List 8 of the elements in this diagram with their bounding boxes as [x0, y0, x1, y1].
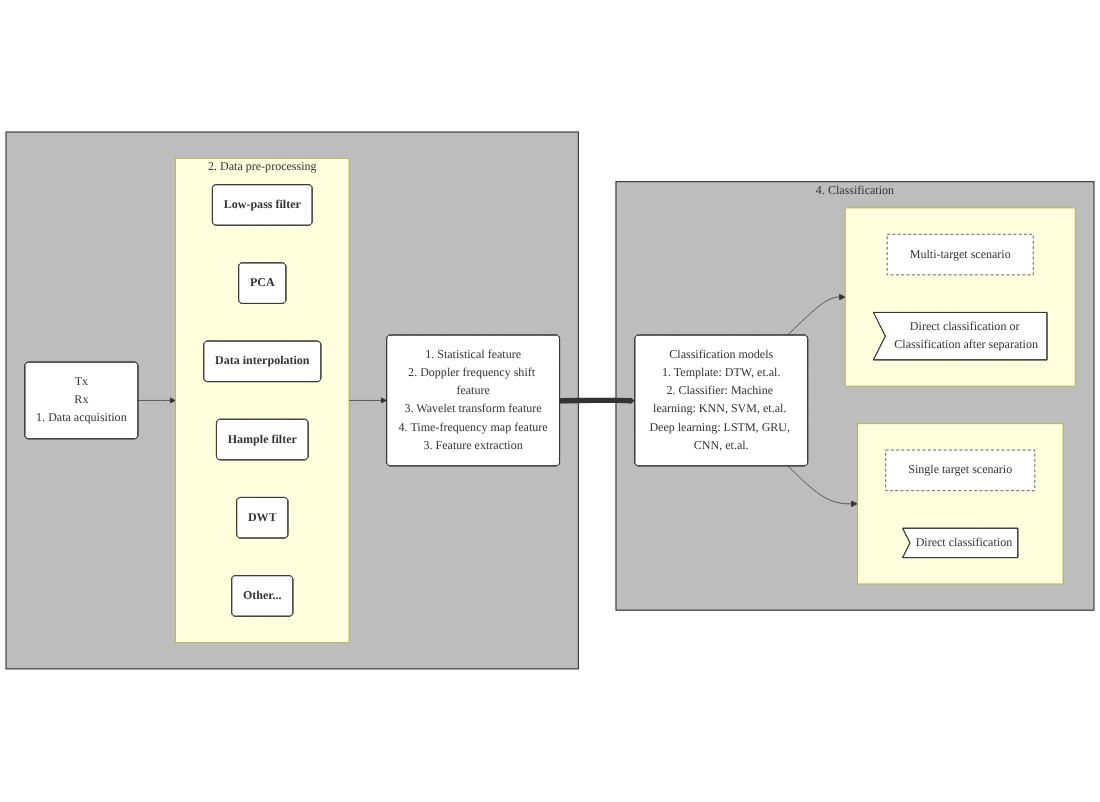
cluster [844, 208, 1076, 388]
cluster [5, 132, 579, 670]
cluster [615, 181, 1095, 612]
node-box [885, 450, 1036, 492]
cluster [857, 423, 1064, 585]
arrow [559, 397, 636, 405]
cluster [175, 158, 350, 644]
node-box [886, 234, 1034, 276]
